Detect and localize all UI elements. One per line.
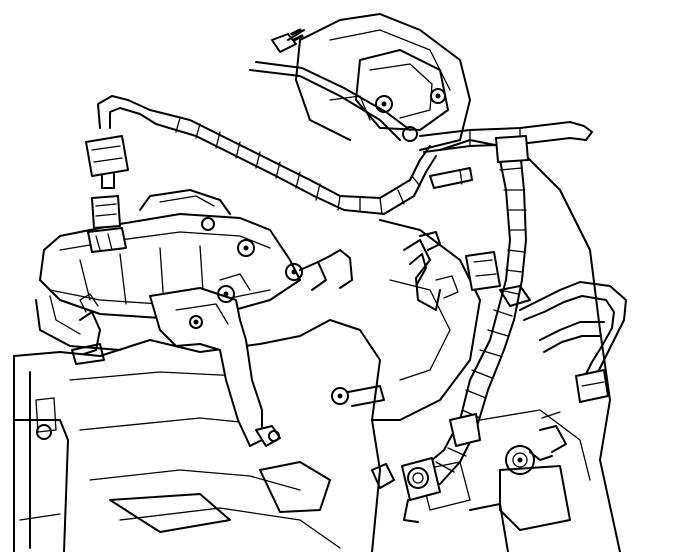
oxygen-sensor-assembly (85, 95, 157, 253)
heat-shield (403, 231, 459, 311)
intake-housing (271, 13, 471, 151)
mounting-bracket (149, 273, 281, 447)
wiring-harness (149, 61, 593, 523)
engine-block (13, 319, 381, 552)
sensor-lead (519, 281, 627, 461)
vacuum-fitting (71, 293, 105, 365)
center-bolts (299, 249, 395, 489)
fasteners (193, 93, 523, 463)
